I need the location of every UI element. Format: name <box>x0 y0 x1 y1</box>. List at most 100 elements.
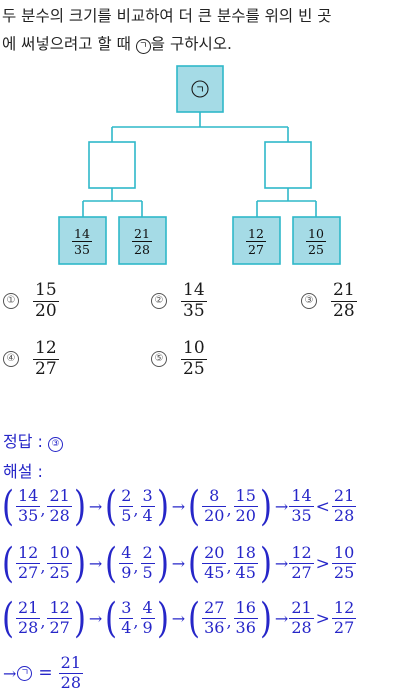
tree-leaf-box-4 <box>292 216 341 265</box>
comparison-sign: > <box>315 608 330 629</box>
comma: , <box>133 612 139 631</box>
right-paren: ) <box>156 482 169 530</box>
circled-symbol: ㄱ <box>135 39 151 54</box>
arrow: → <box>274 497 289 516</box>
comma: , <box>40 500 46 519</box>
comma: , <box>133 500 139 519</box>
question-text: 두 분수의 크기를 비교하여 더 큰 분수를 위의 빈 곳 에 써넣으려고 할 … <box>2 2 398 58</box>
comparison-sign: < <box>315 496 330 517</box>
arrow: → <box>171 497 186 516</box>
option-number: ③ <box>301 293 317 310</box>
arrow: → <box>171 609 186 628</box>
answer-value: ③ <box>48 437 64 452</box>
comma: , <box>40 612 46 631</box>
final-symbol: ㄱ <box>17 665 33 681</box>
left-paren: ( <box>105 594 118 642</box>
right-paren: ) <box>73 482 86 530</box>
comma: , <box>133 557 139 576</box>
right-paren: ) <box>156 539 169 587</box>
tree-root-box <box>176 65 224 113</box>
right-paren: ) <box>156 594 169 642</box>
option-number: ② <box>151 293 167 310</box>
left-paren: ( <box>2 482 14 530</box>
arrow: → <box>88 554 103 573</box>
option-number: ④ <box>3 351 19 368</box>
left-paren: ( <box>188 594 201 642</box>
right-paren: ) <box>73 539 86 587</box>
comma: , <box>226 500 232 519</box>
arrow: → <box>171 554 186 573</box>
fraction-tree-diagram: ㄱ <box>58 65 341 265</box>
tree-connectors <box>82 112 317 217</box>
final-equals: = <box>38 663 53 684</box>
left-paren: ( <box>105 539 118 587</box>
left-paren: ( <box>188 482 201 530</box>
explanation-label: 해설 : <box>3 462 43 481</box>
root-symbol: ㄱ <box>195 85 204 96</box>
right-paren: ) <box>259 594 272 642</box>
tree-leaf-box-1 <box>58 216 107 265</box>
right-paren: ) <box>259 539 272 587</box>
option-number: ① <box>3 293 19 310</box>
left-paren: ( <box>2 539 14 587</box>
comparison-sign: > <box>315 553 330 574</box>
answer-label: 정답 : <box>3 432 43 451</box>
arrow: → <box>88 497 103 516</box>
comma: , <box>40 557 46 576</box>
root-symbol-circle <box>191 80 209 98</box>
option-number: ⑤ <box>151 351 167 368</box>
tree-empty-box-right <box>264 141 312 189</box>
arrow: → <box>88 609 103 628</box>
right-paren: ) <box>73 594 86 642</box>
comma: , <box>226 557 232 576</box>
arrow: → <box>274 554 289 573</box>
comma: , <box>226 612 232 631</box>
tree-leaf-box-2 <box>118 216 167 265</box>
left-paren: ( <box>105 482 118 530</box>
arrow: → <box>274 609 289 628</box>
left-paren: ( <box>188 539 201 587</box>
